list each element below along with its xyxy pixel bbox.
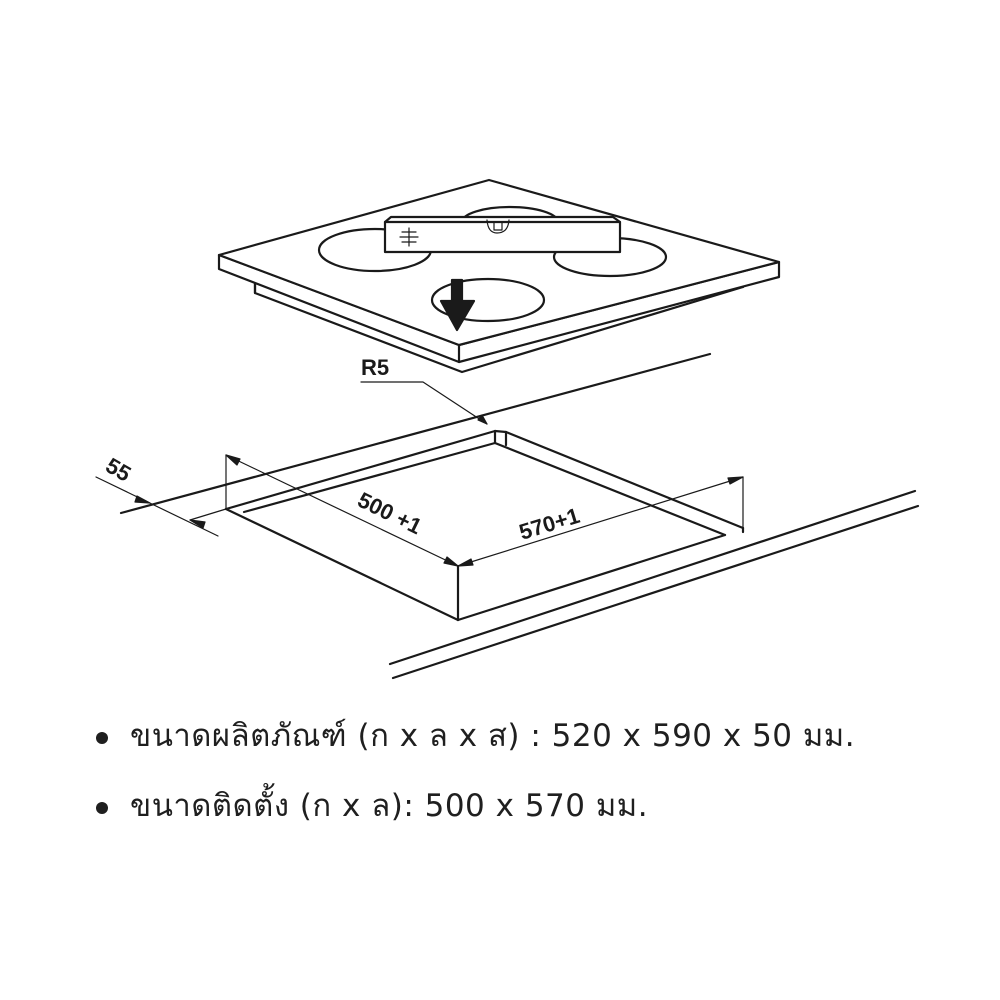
installation-diagram: R5 500 +1 570+: [95, 178, 920, 680]
knob-icon: [399, 227, 419, 247]
spec-list: ขนาดผลิตภัณฑ์ (ก x ล x ส) : 520 x 590 x …: [96, 700, 976, 840]
dimension-depth-clearance: 55: [95, 453, 227, 537]
cooking-zone-front: [430, 277, 546, 323]
label-corner-radius: R5: [361, 355, 389, 380]
spec-text: ขนาดผลิตภัณฑ์ (ก x ล x ส) : 520 x 590 x …: [130, 718, 856, 754]
spec-item-product-size: ขนาดผลิตภัณฑ์ (ก x ล x ส) : 520 x 590 x …: [96, 700, 976, 770]
spec-item-install-size: ขนาดติดตั้ง (ก x ล): 500 x 570 มม.: [96, 770, 976, 840]
dimension-cutout-depth: 500 +1: [225, 454, 459, 567]
spec-text: ขนาดติดตั้ง (ก x ล): 500 x 570 มม.: [130, 788, 649, 824]
worktop: [119, 352, 920, 680]
bullet-icon: [96, 802, 108, 814]
bullet-icon: [96, 732, 108, 744]
indicator-icon: [486, 219, 510, 234]
control-panel: [383, 215, 622, 254]
svg-text:570+1: 570+1: [516, 503, 582, 545]
arrow-down-icon: [439, 278, 476, 332]
cooktop: [217, 178, 781, 374]
dimension-cutout-width: 570+1: [457, 476, 744, 567]
svg-text:500 +1: 500 +1: [354, 487, 426, 539]
